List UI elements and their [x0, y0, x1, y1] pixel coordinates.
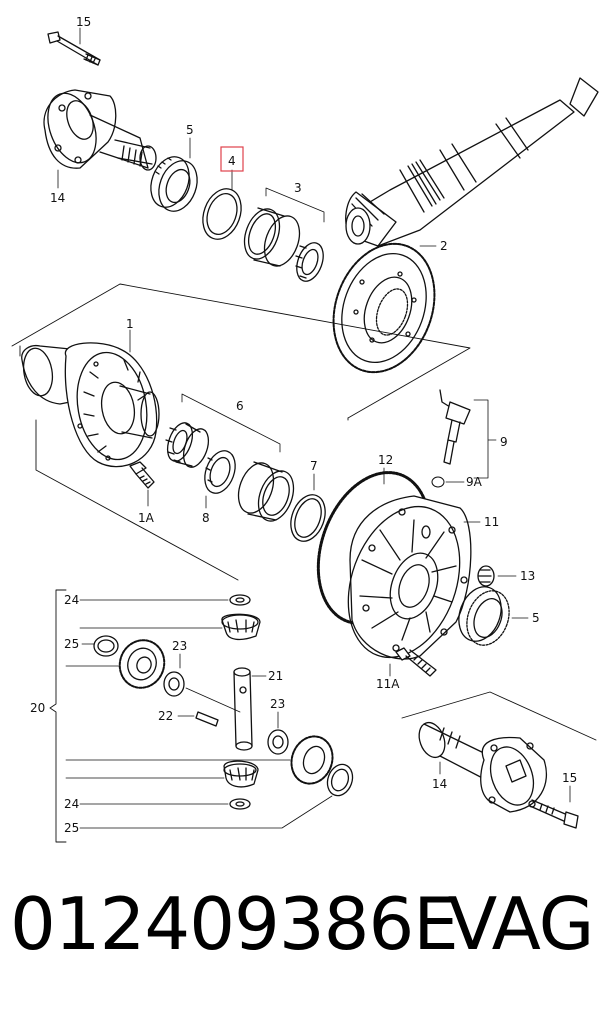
- callout-11: 11: [484, 515, 499, 529]
- callout-6: 6: [236, 399, 244, 413]
- shim-ring-7: [290, 494, 326, 542]
- bolt-15-bottom: [529, 799, 579, 829]
- speed-sensor-9: [439, 389, 471, 465]
- plug-13: [477, 565, 495, 587]
- diff-housing-1: [21, 342, 160, 468]
- bevel-gear-top: [221, 613, 261, 641]
- callout-13: 13: [520, 569, 535, 583]
- pinion-23-top: [163, 671, 185, 697]
- callout-3: 3: [294, 181, 302, 195]
- seal-8: [204, 450, 236, 494]
- callout-4: 4: [228, 154, 236, 168]
- bevel-gear-bottom: [223, 760, 259, 788]
- callout-5-bottom: 5: [532, 611, 540, 625]
- callout-24-bottom: 24: [64, 797, 79, 811]
- callout-23-bottom: 23: [270, 697, 285, 711]
- callout-11a: 11A: [376, 677, 400, 691]
- flange-14-top: [43, 89, 157, 171]
- side-gear-right: [290, 735, 334, 785]
- callout-14-bottom: 14: [432, 777, 447, 791]
- callout-5-top: 5: [186, 123, 194, 137]
- bolt-11a: [395, 647, 437, 677]
- bolt-15-top: [47, 31, 101, 66]
- callout-2: 2: [440, 239, 448, 253]
- callout-22: 22: [158, 709, 173, 723]
- washer-25-top: [93, 635, 119, 657]
- callout-23-top: 23: [172, 639, 187, 653]
- brand-label: VAG: [448, 882, 594, 966]
- callout-21: 21: [268, 669, 283, 683]
- callout-8: 8: [202, 511, 210, 525]
- bolt-1a: [129, 461, 155, 489]
- callout-25-bottom: 25: [64, 821, 79, 835]
- callout-1a: 1A: [138, 511, 155, 525]
- exploded-parts-diagram: 15 14 5 4 3 2 1 6 1A 8 7 12 9 9A 11 13 5…: [11, 15, 599, 843]
- crown-wheel: [332, 242, 436, 374]
- callout-15-top: 15: [76, 15, 91, 29]
- pinion-23-bottom: [267, 729, 289, 755]
- callout-1: 1: [126, 317, 134, 331]
- pinion-shaft-2: [345, 77, 599, 247]
- callout-labels: 15 14 5 4 3 2 1 6 1A 8 7 12 9 9A 11 13 5…: [30, 15, 577, 835]
- flange-14-bottom: [418, 721, 548, 813]
- side-gear-left: [118, 639, 166, 689]
- washer-24-bottom: [229, 798, 251, 810]
- bearing-3: [243, 207, 324, 282]
- seal-5-bottom: [458, 586, 510, 646]
- callout-7: 7: [310, 459, 318, 473]
- callout-14-top: 14: [50, 191, 65, 205]
- callout-9a: 9A: [466, 475, 483, 489]
- highlight-box-4: [220, 146, 244, 172]
- shim-ring-4: [202, 188, 242, 240]
- bearing-cup: [237, 461, 295, 522]
- callout-15-bottom: 15: [562, 771, 577, 785]
- diff-carrier-11: [347, 495, 472, 660]
- callout-20: 20: [30, 701, 45, 715]
- bearing-6: [165, 422, 210, 468]
- callout-12: 12: [378, 453, 393, 467]
- washer-24-top: [229, 594, 251, 606]
- washer-25-bottom: [326, 763, 354, 797]
- callout-25-top: 25: [64, 637, 79, 651]
- callout-9: 9: [500, 435, 508, 449]
- cross-shaft-21: [233, 667, 253, 751]
- pin-22: [195, 711, 219, 727]
- part-number: 012409386E: [10, 882, 459, 966]
- seal-5-top: [150, 156, 198, 212]
- callout-24-top: 24: [64, 593, 79, 607]
